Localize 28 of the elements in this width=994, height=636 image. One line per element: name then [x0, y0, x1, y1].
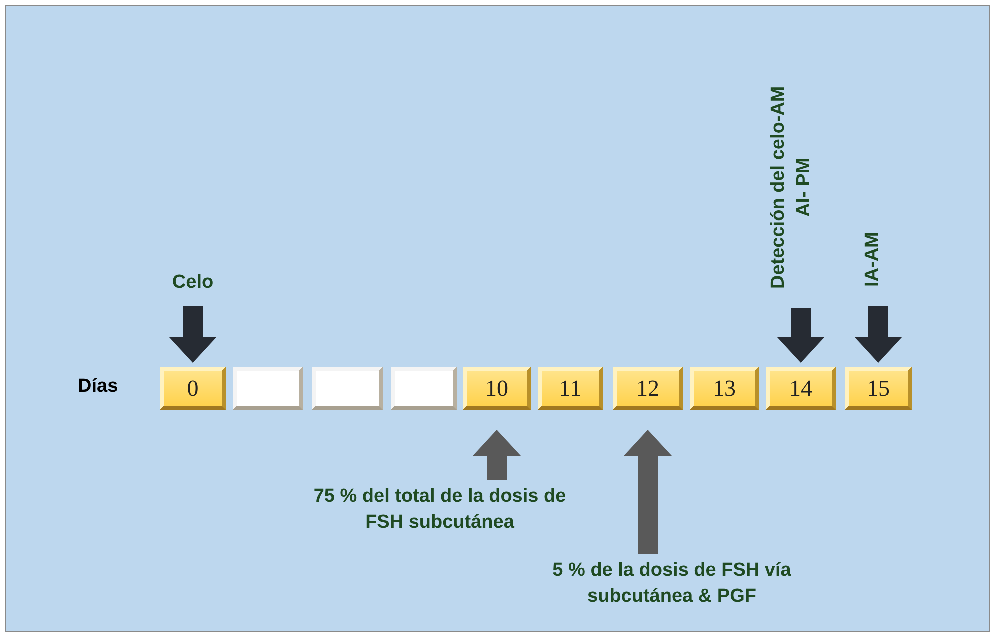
annotation-text: Detección del celo-AM AI- PM [766, 75, 830, 300]
day-box [312, 367, 383, 410]
day-box [766, 367, 836, 410]
arrow [854, 306, 902, 363]
day-box [463, 367, 531, 410]
day-box [233, 367, 303, 410]
day-box [160, 367, 226, 410]
day-box [845, 367, 912, 410]
arrow [169, 306, 217, 363]
day-box [613, 367, 683, 410]
day-box [690, 367, 759, 410]
day-box [538, 367, 603, 410]
day-box [391, 367, 457, 410]
day-number: 0 [187, 376, 199, 402]
day-number: 13 [713, 376, 736, 402]
arrow [777, 308, 825, 363]
day-number: 11 [559, 376, 582, 402]
arrow [624, 430, 672, 554]
annotation-text: 75 % del total de la dosis de FSH subcutánea [310, 484, 570, 542]
axis-label: Días [78, 375, 118, 399]
annotation-text: 5 % de la dosis de FSH vía subcutánea & PGF [552, 558, 792, 616]
annotation-text: IA-AM [860, 222, 890, 298]
day-number: 12 [636, 376, 660, 402]
day-number: 15 [867, 376, 890, 402]
annotation-text: Celo [150, 270, 236, 298]
day-number: 10 [486, 376, 508, 402]
day-number: 14 [790, 376, 812, 402]
arrow [473, 430, 521, 480]
